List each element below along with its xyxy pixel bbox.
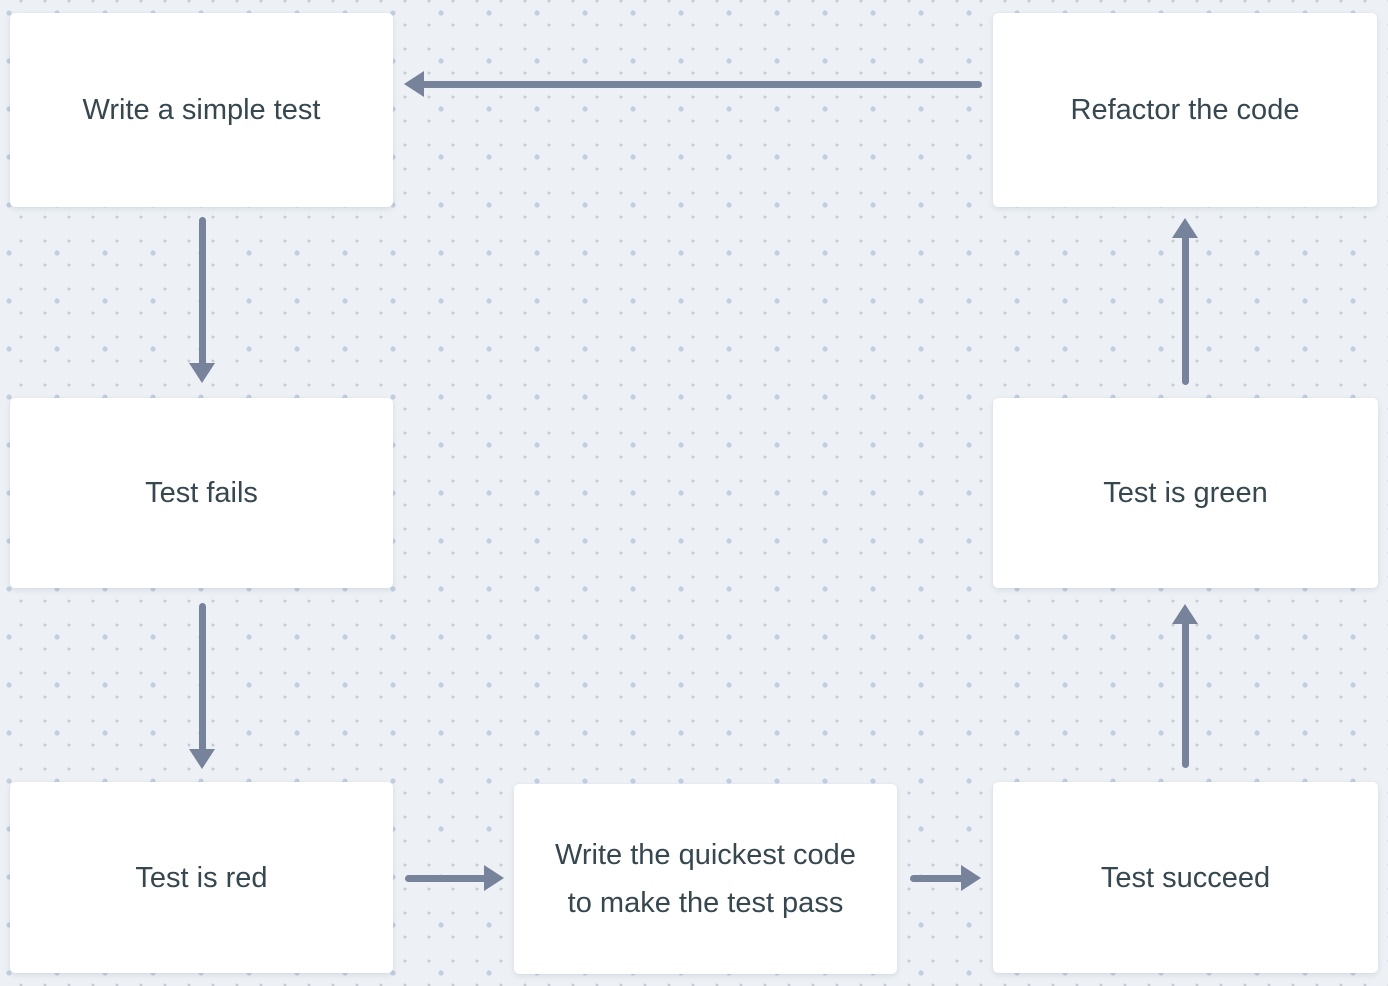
node-label: Refactor the code bbox=[1070, 94, 1300, 126]
node-test-fails[interactable]: Test fails bbox=[10, 398, 393, 588]
node-label: Write a simple test bbox=[82, 94, 321, 126]
arrow-shaft bbox=[421, 80, 982, 88]
arrow-right-icon bbox=[961, 865, 981, 891]
node-label: Test is red bbox=[135, 861, 268, 894]
connector-test-succeed-to-test-green[interactable] bbox=[1172, 604, 1198, 768]
connector-test-green-to-refactor[interactable] bbox=[1172, 218, 1198, 385]
arrow-shaft bbox=[910, 874, 964, 882]
connector-write-test-to-test-fails[interactable] bbox=[189, 217, 215, 383]
node-test-is-red[interactable]: Test is red bbox=[10, 782, 393, 973]
arrow-up-icon bbox=[1172, 218, 1198, 238]
node-write-quickest-code[interactable]: Write the quickest code to make the test… bbox=[514, 784, 897, 974]
node-test-succeed[interactable]: Test succeed bbox=[993, 782, 1378, 973]
arrow-shaft bbox=[198, 217, 206, 366]
node-test-is-green[interactable]: Test is green bbox=[993, 398, 1378, 588]
arrow-up-icon bbox=[1172, 604, 1198, 624]
node-write-a-simple-test[interactable]: Write a simple test bbox=[10, 13, 393, 207]
arrow-shaft bbox=[1181, 621, 1189, 768]
arrow-right-icon bbox=[484, 865, 504, 891]
connector-test-fails-to-test-red[interactable] bbox=[189, 603, 215, 769]
arrow-down-icon bbox=[189, 749, 215, 769]
node-label: Test is green bbox=[1103, 477, 1268, 509]
connector-write-quickest-to-test-succeed[interactable] bbox=[910, 865, 981, 891]
node-label: Test fails bbox=[145, 477, 258, 509]
arrow-down-icon bbox=[189, 363, 215, 383]
arrow-shaft bbox=[198, 603, 206, 752]
arrow-shaft bbox=[405, 874, 487, 882]
arrow-shaft bbox=[1181, 235, 1189, 385]
connector-refactor-to-write-test[interactable] bbox=[404, 71, 982, 97]
connector-test-red-to-write-quickest[interactable] bbox=[405, 865, 504, 891]
node-refactor-the-code[interactable]: Refactor the code bbox=[993, 13, 1377, 207]
arrow-left-icon bbox=[404, 71, 424, 97]
node-label: Write the quickest code to make the test… bbox=[555, 839, 856, 919]
node-label: Test succeed bbox=[1100, 861, 1271, 894]
